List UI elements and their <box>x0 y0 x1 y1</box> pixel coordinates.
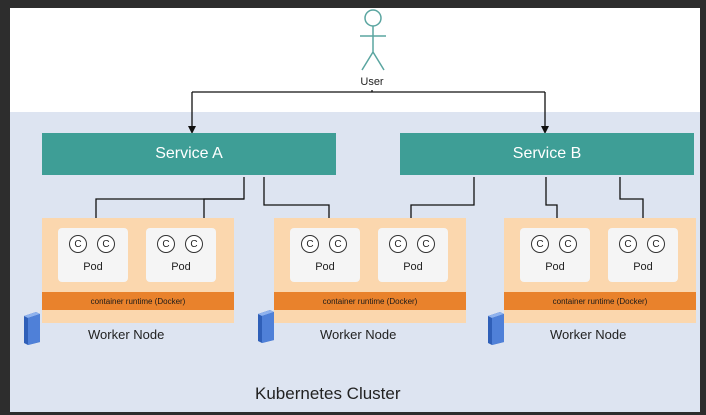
arrow-svc-b-pod-4 <box>407 177 475 230</box>
pod-box[interactable]: C C Pod <box>378 228 448 282</box>
arrow-svc-b-pod-6 <box>619 177 647 230</box>
arrow-svc-a-pod-3 <box>263 177 333 230</box>
pod-box[interactable]: C C Pod <box>146 228 216 282</box>
user-stick-figure-icon <box>360 9 386 71</box>
pod-box[interactable]: C C Pod <box>58 228 128 282</box>
arrow-svc-a-pod-2 <box>200 198 244 230</box>
pod-box[interactable]: C C Pod <box>290 228 360 282</box>
server-icon <box>258 310 274 343</box>
container-circle: C <box>69 235 87 253</box>
cluster-label: Kubernetes Cluster <box>255 384 401 403</box>
worker-node-1[interactable]: C C Pod C C Pod container runtime (Docke… <box>42 218 234 323</box>
server-icon <box>488 312 504 345</box>
service-b-box[interactable]: Service B <box>400 133 694 175</box>
container-circle: C <box>157 235 175 253</box>
worker-node-2[interactable]: C C Pod C C Pod container runtime (Docke… <box>274 218 466 323</box>
container-circle: C <box>185 235 203 253</box>
container-circle: C <box>619 235 637 253</box>
pod-box[interactable]: C C Pod <box>608 228 678 282</box>
container-runtime-bar: container runtime (Docker) <box>274 292 466 310</box>
service-a-box[interactable]: Service A <box>42 133 336 175</box>
container-runtime-bar: container runtime (Docker) <box>42 292 234 310</box>
arrow-svc-a-pod-1 <box>92 177 245 230</box>
pod-label: Pod <box>83 261 103 273</box>
pod-label: Pod <box>315 261 335 273</box>
worker-node-label: Worker Node <box>320 327 397 342</box>
container-circle: C <box>531 235 549 253</box>
container-circle: C <box>301 235 319 253</box>
pod-box[interactable]: C C Pod <box>520 228 590 282</box>
container-circle: C <box>329 235 347 253</box>
container-circle: C <box>417 235 435 253</box>
pod-label: Pod <box>403 261 423 273</box>
pod-label: Pod <box>545 261 565 273</box>
worker-node-3[interactable]: C C Pod C C Pod container runtime (Docke… <box>504 218 696 323</box>
pod-label: Pod <box>171 261 191 273</box>
container-circle: C <box>647 235 665 253</box>
container-circle: C <box>389 235 407 253</box>
container-circle: C <box>559 235 577 253</box>
container-circle: C <box>97 235 115 253</box>
arrow-svc-b-pod-5 <box>545 177 561 230</box>
user-label: User <box>352 76 392 90</box>
container-runtime-bar: container runtime (Docker) <box>504 292 696 310</box>
server-icon <box>24 312 40 345</box>
worker-node-label: Worker Node <box>88 327 165 342</box>
pod-label: Pod <box>633 261 653 273</box>
worker-node-label: Worker Node <box>550 327 627 342</box>
